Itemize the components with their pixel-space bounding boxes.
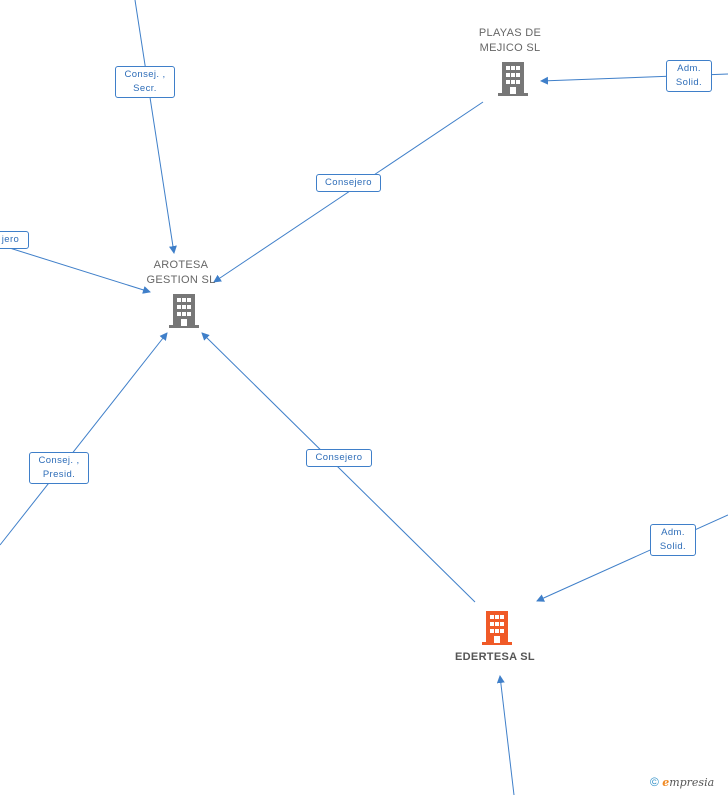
edge-playas-to-arotesa — [213, 101, 484, 283]
edge-bottom-to-edertesa — [496, 675, 515, 795]
building-icon[interactable] — [482, 611, 512, 645]
edge-secr-to-arotesa — [134, 0, 177, 254]
empresia-logo: empresia — [662, 776, 715, 789]
node-label-edertesa[interactable]: EDERTESA SL — [455, 651, 535, 663]
building-icon[interactable] — [498, 62, 528, 96]
copyright-symbol: © — [650, 775, 659, 789]
edge-presid-to-arotesa — [0, 332, 168, 546]
relation-label-consejero-left[interactable]: jero — [0, 231, 29, 249]
relation-label-presid[interactable]: Consej. , Presid. — [29, 452, 89, 484]
relation-label-consejero-playas[interactable]: Consejero — [316, 174, 381, 192]
building-icon[interactable] — [169, 294, 199, 328]
relation-label-adm-solid-top[interactable]: Adm. Solid. — [666, 60, 712, 92]
copyright-mark: © empresia — [650, 775, 714, 789]
node-label-arotesa-gestion[interactable]: AROTESA GESTION SL — [146, 259, 216, 286]
edge-right-to-edertesa — [536, 514, 728, 602]
relation-label-consejero-edertesa[interactable]: Consejero — [306, 449, 372, 467]
edge-edertesa-to-arotesa — [201, 332, 476, 603]
relation-label-secr[interactable]: Consej. , Secr. — [115, 66, 175, 98]
edge-left-to-arotesa — [0, 244, 151, 294]
relation-label-adm-solid-bottom[interactable]: Adm. Solid. — [650, 524, 696, 556]
node-label-playas-de-mejico[interactable]: PLAYAS DE MEJICO SL — [478, 27, 542, 54]
